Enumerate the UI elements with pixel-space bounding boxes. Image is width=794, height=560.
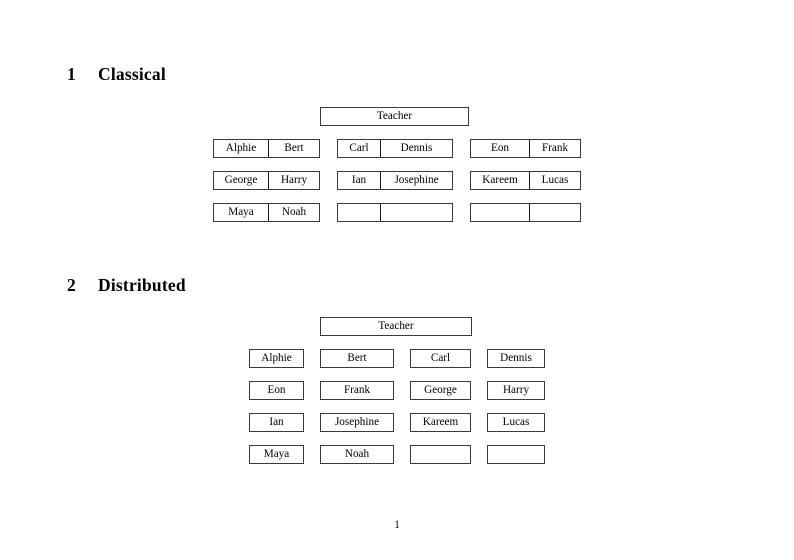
classical-student-cell	[471, 204, 529, 221]
classical-pair-row: George Harry	[213, 171, 320, 190]
classical-student-cell: Dennis	[380, 140, 452, 157]
page-number: 1	[394, 519, 400, 531]
classical-student-cell: Noah	[268, 204, 319, 221]
distributed-student-box	[410, 445, 471, 464]
distributed-student-box: Noah	[320, 445, 394, 464]
distributed-student-box: Maya	[249, 445, 304, 464]
distributed-student-box: Harry	[487, 381, 545, 400]
distributed-teacher-box: Teacher	[320, 317, 472, 336]
classical-student-cell: George	[224, 173, 258, 186]
classical-student-cell: Josephine	[380, 172, 452, 189]
classical-student-cell: Alphie	[225, 141, 257, 154]
distributed-student-box: Dennis	[487, 349, 545, 368]
section-title: Distributed	[98, 275, 186, 295]
classical-student-cell: Ian	[351, 173, 367, 186]
distributed-student-box: Carl	[410, 349, 471, 368]
distributed-student-box: Kareem	[410, 413, 471, 432]
distributed-student-box	[487, 445, 545, 464]
section-number: 2	[67, 275, 76, 295]
classical-pair-row: Maya Noah	[213, 203, 320, 222]
distributed-student-box: Eon	[249, 381, 304, 400]
distributed-student-box: Josephine	[320, 413, 394, 432]
classical-student-cell: Eon	[490, 141, 510, 154]
distributed-student-box: Alphie	[249, 349, 304, 368]
section-title: Classical	[98, 64, 166, 84]
classical-pair-row: Ian Josephine	[337, 171, 453, 190]
classical-pair-row: Carl Dennis	[337, 139, 453, 158]
section-heading-distributed: 2 Distributed	[67, 275, 186, 295]
classical-student-cell: Lucas	[529, 172, 580, 189]
distributed-student-box: Lucas	[487, 413, 545, 432]
classical-pair-row	[470, 203, 581, 222]
classical-student-cell: Maya	[228, 205, 254, 218]
classical-pair-row: Kareem Lucas	[470, 171, 581, 190]
classical-pair-row: Alphie Bert	[213, 139, 320, 158]
classical-student-cell	[380, 204, 452, 221]
classical-student-cell: Kareem	[482, 173, 518, 186]
classical-student-cell: Frank	[529, 140, 580, 157]
section-heading-classical: 1 Classical	[67, 64, 166, 84]
distributed-student-box: Ian	[249, 413, 304, 432]
classical-student-cell	[529, 204, 580, 221]
classical-student-cell: Carl	[349, 141, 369, 154]
classical-teacher-box: Teacher	[320, 107, 469, 126]
classical-pair-row	[337, 203, 453, 222]
classical-student-cell	[338, 204, 380, 221]
distributed-student-box: Frank	[320, 381, 394, 400]
classical-student-cell: Harry	[268, 172, 319, 189]
classical-student-cell: Bert	[268, 140, 319, 157]
classical-pair-row: Eon Frank	[470, 139, 581, 158]
distributed-student-box: Bert	[320, 349, 394, 368]
section-number: 1	[67, 64, 76, 84]
distributed-student-box: George	[410, 381, 471, 400]
